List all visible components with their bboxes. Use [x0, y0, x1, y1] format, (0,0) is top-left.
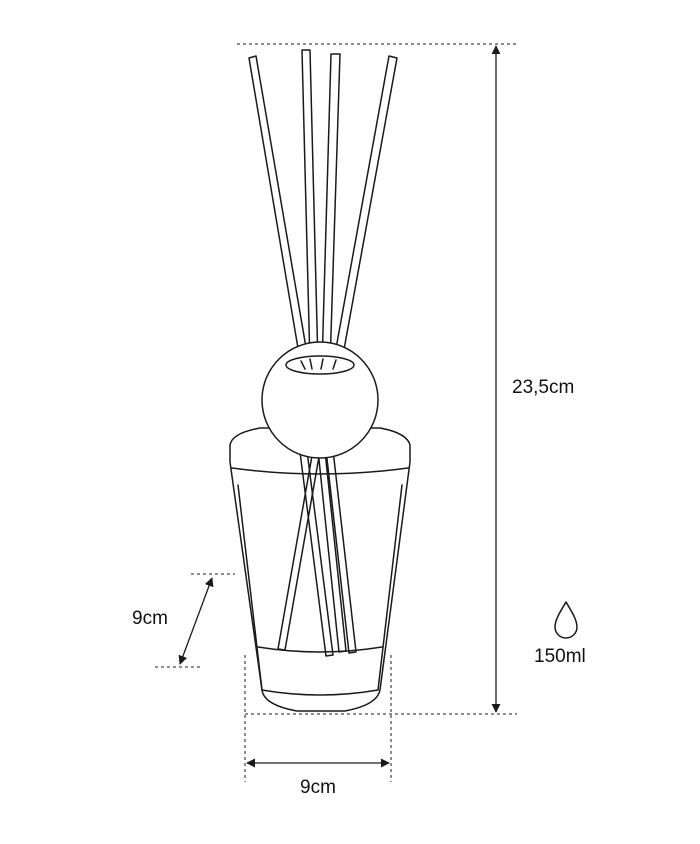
ball-cap-sphere — [261, 341, 379, 459]
reed-2 — [301, 49, 319, 366]
bottle — [229, 427, 411, 712]
drop-icon — [554, 601, 578, 639]
reed-inner-4 — [325, 449, 357, 654]
height-label: 23,5cm — [512, 377, 575, 398]
depth-label: 9cm — [132, 608, 168, 629]
ball-cap — [261, 341, 379, 459]
ball-cap-opening — [285, 355, 355, 375]
reed-3 — [321, 53, 341, 366]
reed-4 — [332, 55, 398, 367]
bottle-inner-right — [377, 484, 403, 691]
depth-arrow — [178, 577, 214, 665]
reed-inner-1 — [277, 449, 321, 651]
reed-1 — [248, 55, 310, 367]
bottle-inner-left — [237, 484, 263, 691]
reed-submerged — [277, 449, 357, 657]
bottle-base-line — [257, 646, 383, 653]
width-label: 9cm — [300, 777, 336, 798]
volume-label: 150ml — [534, 646, 586, 667]
bottle-bottom-line — [261, 689, 379, 696]
reed-sticks — [248, 49, 398, 367]
bottle-outline — [229, 427, 411, 712]
